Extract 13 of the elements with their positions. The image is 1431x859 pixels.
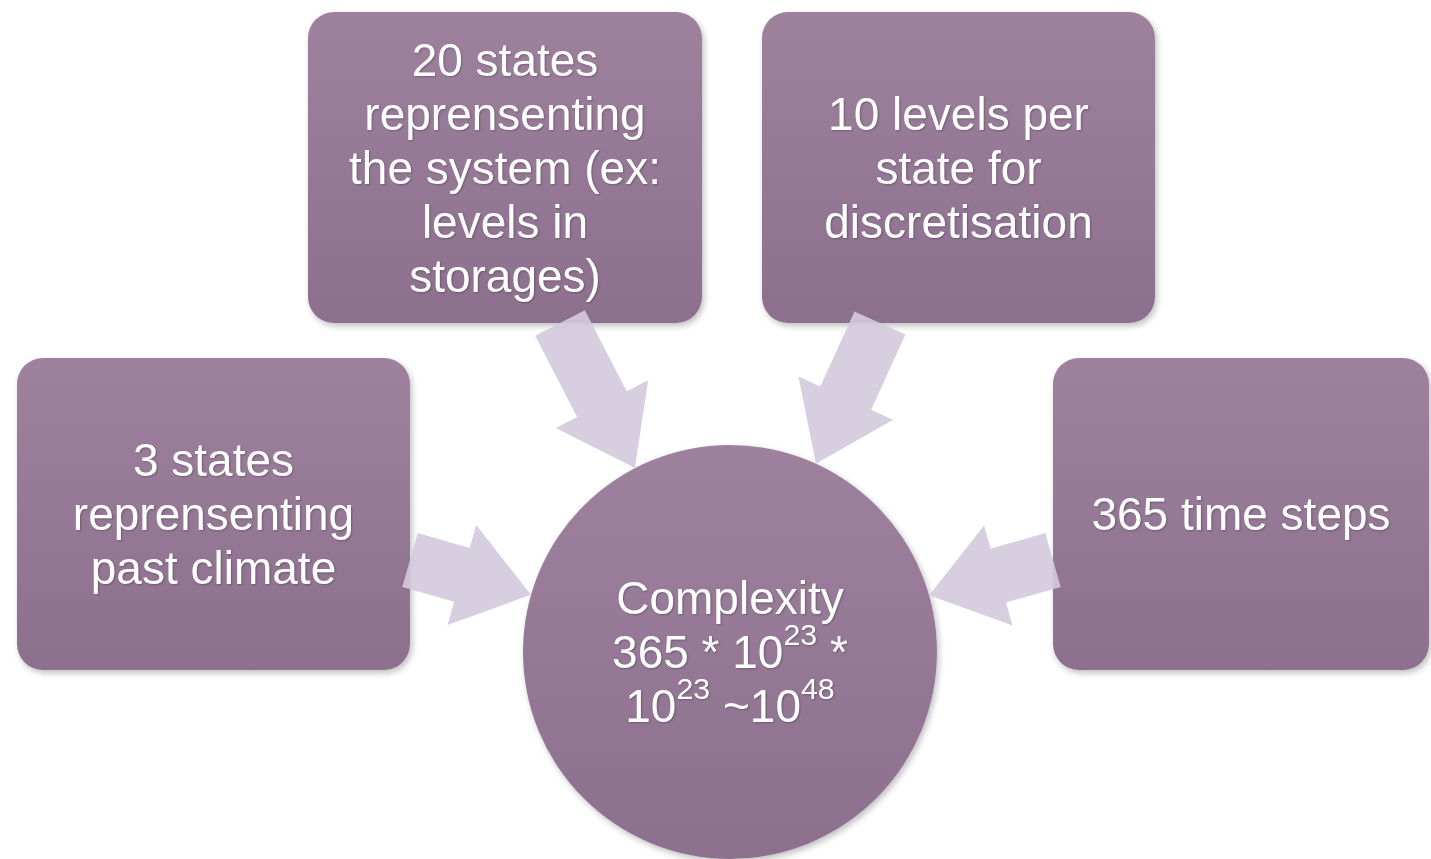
process-box (17, 358, 410, 670)
block-arrow (929, 525, 1061, 626)
box-text: 365 time steps (1091, 487, 1391, 541)
box-text: Complexity 365 * 10$^{23}$ * 10$^{23}$ ~10$^{48}$ (611, 571, 849, 733)
box-text: 3 states reprensenting past climate (71, 433, 356, 595)
process-box (308, 12, 702, 323)
box-text: 10 levels per state for discretisation (823, 86, 1094, 249)
process-box (762, 12, 1155, 323)
block-arrow (798, 311, 906, 464)
box-text: 20 states reprensenting the system (ex: levels in storages) (348, 32, 662, 303)
process-box (1053, 358, 1429, 670)
block-arrow (535, 310, 649, 469)
block-arrow (402, 524, 532, 625)
